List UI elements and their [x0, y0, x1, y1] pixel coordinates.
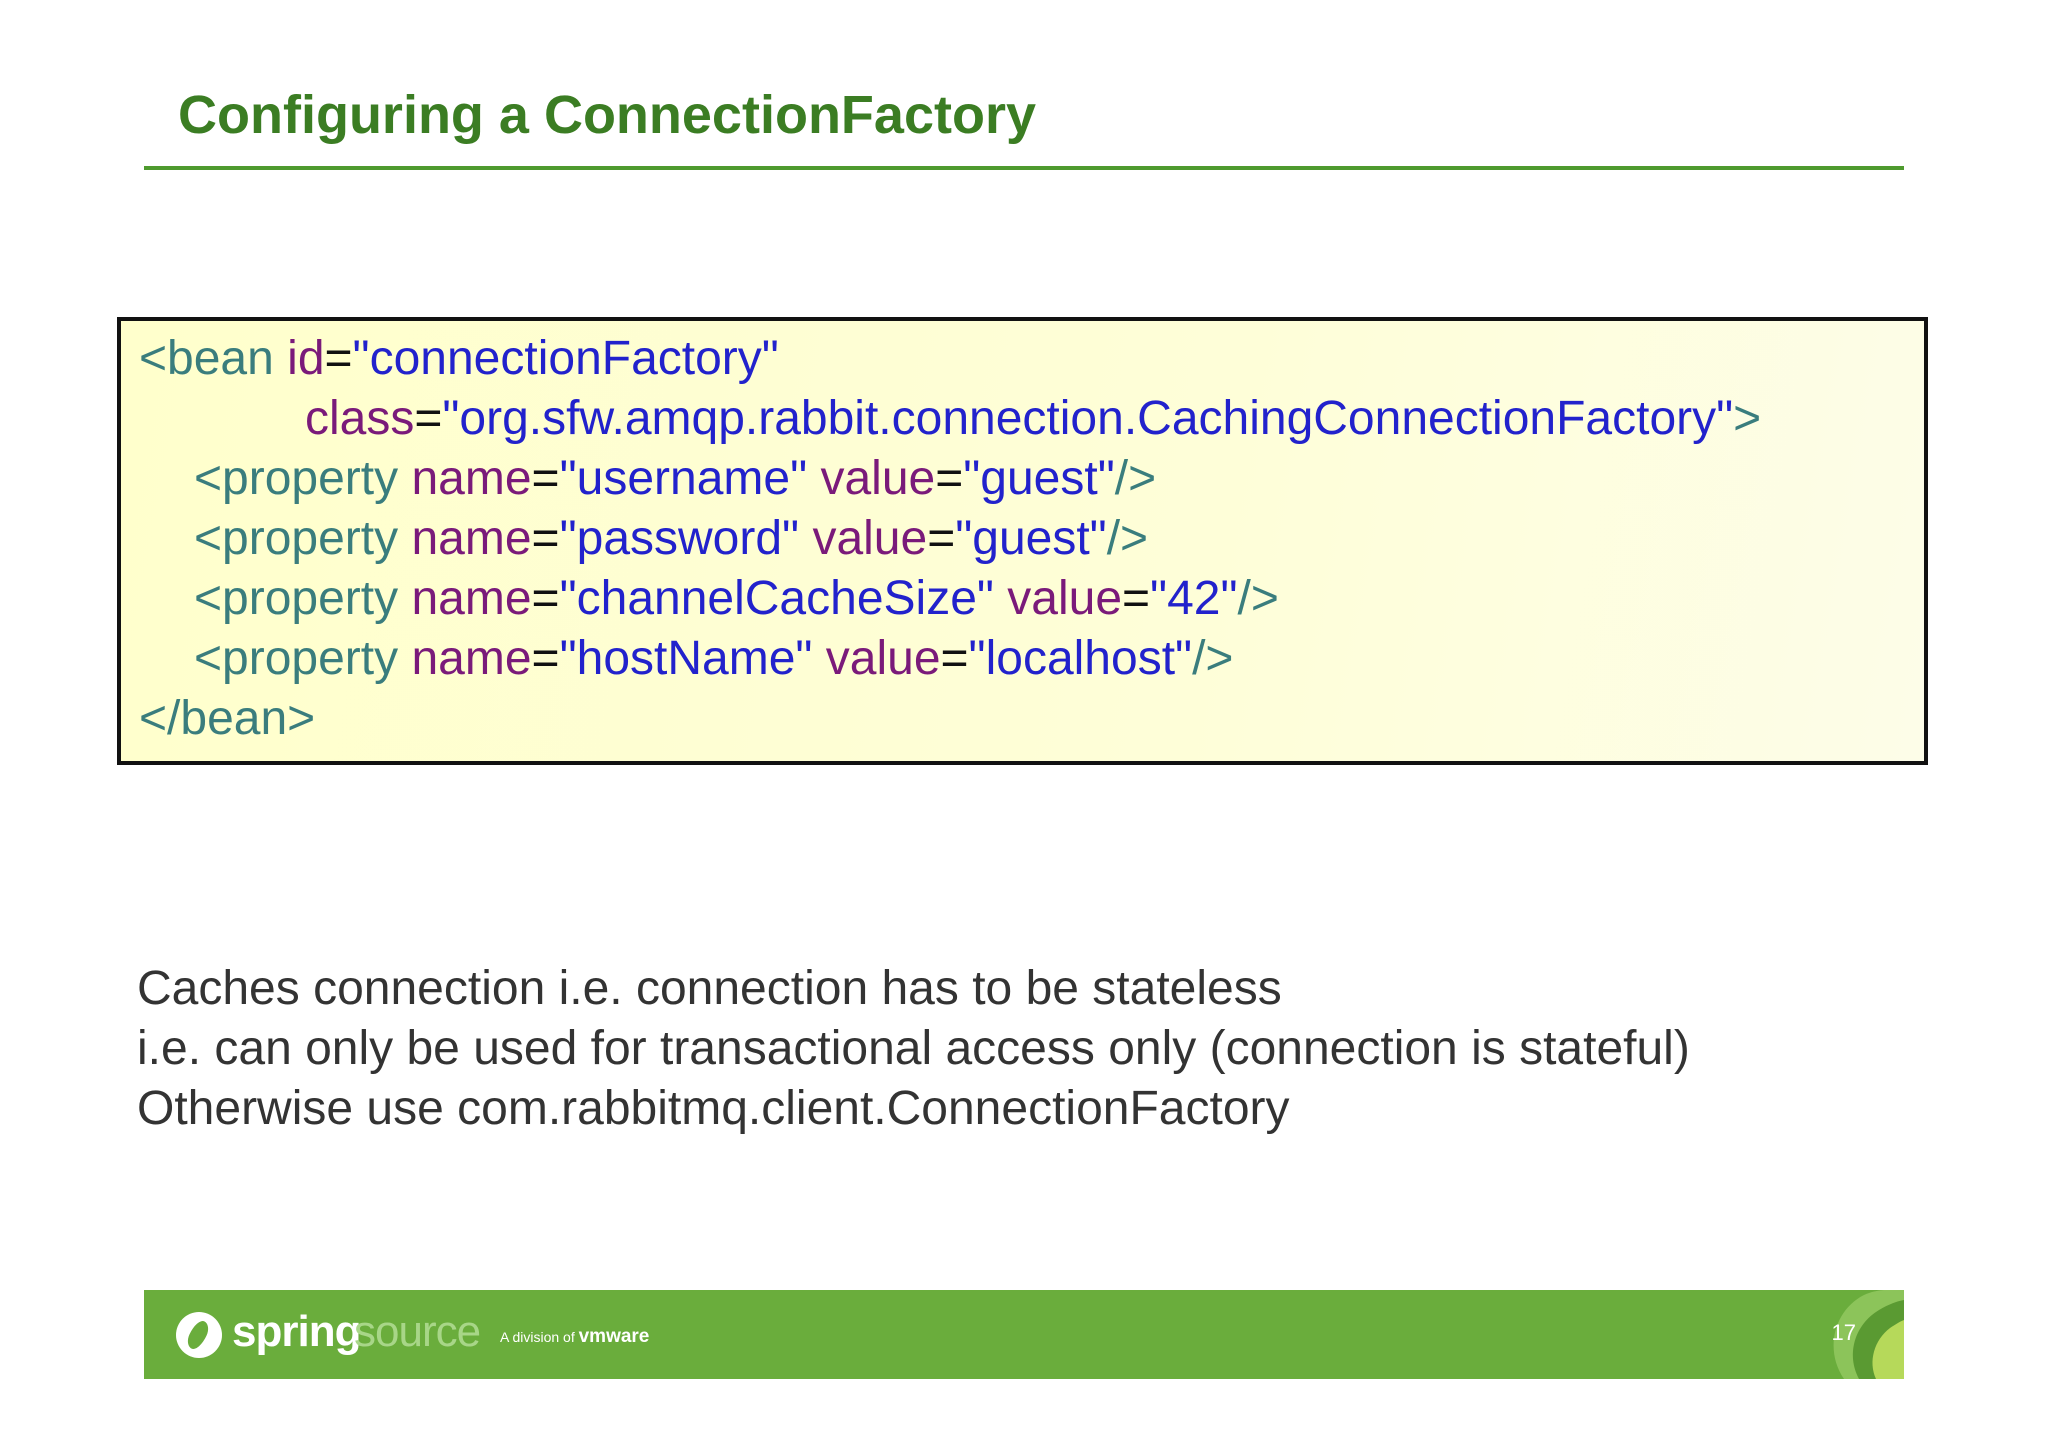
- code-equals: =: [324, 332, 353, 385]
- code-tag: </bean>: [139, 692, 316, 745]
- code-string: "connectionFactory": [352, 332, 779, 385]
- code-equals: =: [414, 392, 443, 445]
- code-tag: />: [1114, 452, 1157, 505]
- footer-bar: spring source A division of vmware 17: [144, 1290, 1904, 1379]
- logo-tagline: A division of vmware: [500, 1326, 650, 1347]
- code-line-bean-close: </bean>: [139, 689, 315, 749]
- slide-title: Configuring a ConnectionFactory: [178, 85, 1036, 145]
- code-equals: =: [531, 572, 560, 625]
- code-line-bean-class: class="org.sfw.amqp.rabbit.connection.Ca…: [305, 389, 1761, 449]
- code-attr: value: [820, 452, 936, 505]
- title-divider: [144, 166, 1904, 170]
- code-string: "guest": [963, 452, 1115, 505]
- code-attr: value: [825, 632, 941, 685]
- tagline-brand: vmware: [578, 1326, 650, 1347]
- springsource-logo-icon: [176, 1312, 222, 1358]
- code-string: "password": [559, 512, 800, 565]
- code-line-property: <property name="channelCacheSize" value=…: [194, 569, 1279, 629]
- logo-wordmark-source: source: [354, 1307, 481, 1356]
- logo-wordmark-spring: spring: [232, 1307, 361, 1356]
- code-attr: name: [411, 632, 532, 685]
- note-line: i.e. can only be used for transactional …: [137, 1022, 1690, 1075]
- code-string: "42": [1150, 572, 1238, 625]
- code-equals: =: [940, 632, 969, 685]
- code-line-bean-open: <bean id="connectionFactory": [139, 329, 779, 389]
- code-tag: />: [1237, 572, 1279, 625]
- code-tag: <property: [194, 632, 399, 685]
- code-tag: >: [1733, 392, 1762, 445]
- code-string: "org.sfw.amqp.rabbit.connection.CachingC…: [442, 392, 1734, 445]
- code-tag: <bean: [139, 332, 274, 385]
- leaf-decoration-icon: [1833, 1290, 1904, 1379]
- code-attr: value: [812, 512, 928, 565]
- note-line: Caches connection i.e. connection has to…: [137, 962, 1282, 1015]
- page-number: 17: [1831, 1320, 1856, 1345]
- tagline-prefix: A division of: [500, 1329, 575, 1345]
- code-equals: =: [531, 632, 560, 685]
- code-equals: =: [531, 452, 560, 505]
- code-block: <bean id="connectionFactory" class="org.…: [117, 317, 1928, 765]
- code-equals: =: [1122, 572, 1151, 625]
- code-tag: <property: [194, 572, 399, 625]
- code-attr: name: [411, 572, 532, 625]
- code-attr: value: [1007, 572, 1123, 625]
- code-tag: <property: [194, 512, 399, 565]
- code-attr: class: [305, 392, 415, 445]
- code-string: "channelCacheSize": [559, 572, 994, 625]
- code-attr: name: [411, 452, 532, 505]
- code-line-property: <property name="hostName" value="localho…: [194, 629, 1233, 689]
- note-line: Otherwise use com.rabbitmq.client.Connec…: [137, 1082, 1290, 1135]
- code-line-property: <property name="username" value="guest"/…: [194, 449, 1156, 509]
- code-attr: id: [287, 332, 325, 385]
- code-string: "localhost": [968, 632, 1193, 685]
- code-equals: =: [531, 512, 560, 565]
- code-tag: <property: [194, 452, 399, 505]
- code-line-property: <property name="password" value="guest"/…: [194, 509, 1148, 569]
- code-tag: />: [1192, 632, 1234, 685]
- code-string: "hostName": [559, 632, 813, 685]
- code-string: "username": [559, 452, 808, 505]
- code-equals: =: [935, 452, 964, 505]
- code-attr: name: [411, 512, 532, 565]
- code-equals: =: [927, 512, 956, 565]
- code-tag: />: [1106, 512, 1149, 565]
- code-string: "guest": [955, 512, 1107, 565]
